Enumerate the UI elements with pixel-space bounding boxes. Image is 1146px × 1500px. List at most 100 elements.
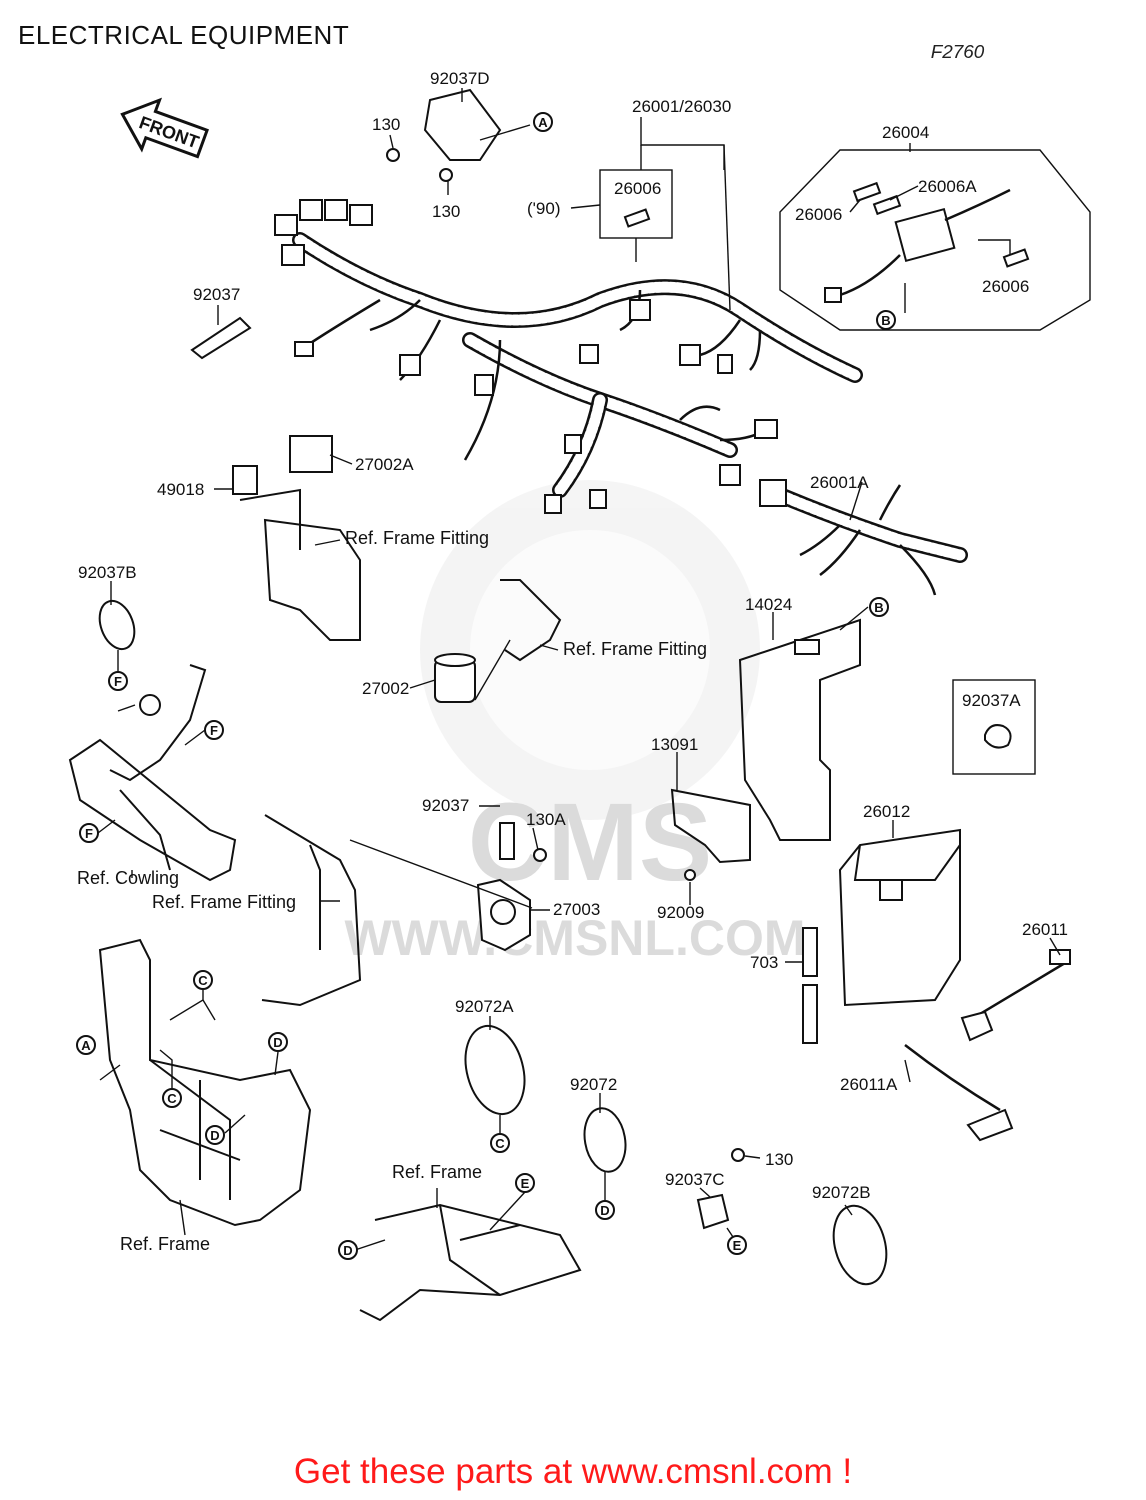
svg-text:D: D [210,1128,219,1143]
svg-text:F: F [85,826,93,841]
label-26006A: 26006A [918,177,977,196]
frame-subframe [359,1203,582,1322]
exploded-parts-diagram: CMS WWW.CMSNL.COM FRONT [68,69,1091,1322]
label-92037: 92037 [193,285,240,304]
clamp-92037D [386,88,502,182]
ref-cowling: Ref. Cowling [77,868,179,888]
label-26006-r: 26006 [982,277,1029,296]
callout-F-bracket-right: F [204,720,224,740]
label-26001-26030: 26001/26030 [632,97,731,116]
label-26011A: 26011A [840,1075,898,1094]
label-26001A: 26001A [810,473,869,492]
callout-B-cover: B [869,597,889,617]
strap-92037-mid [499,822,547,862]
label-49018: 49018 [157,480,204,499]
label-13091: 13091 [651,735,698,754]
label-90: ('90) [527,199,560,218]
battery-26012 [838,828,961,1007]
bracket-27002 [434,579,562,703]
label-27003: 27003 [553,900,600,919]
label-130-c: 130 [765,1150,793,1169]
strap-92037 [190,316,252,360]
callout-D-band: D [595,1200,615,1220]
cable-26011A [904,1044,1014,1142]
clamp-box-92037A [952,679,1036,775]
main-wiring-harness [274,199,863,514]
label-130-b: 130 [432,202,460,221]
svg-text:D: D [343,1243,352,1258]
callout-F-bracket-left: F [79,823,99,843]
relay-box-26004 [779,149,1091,331]
watermark: CMS WWW.CMSNL.COM [344,480,806,966]
page-title: ELECTRICAL EQUIPMENT [18,20,350,50]
label-14024: 14024 [745,595,792,614]
clamp-92037C [696,1148,745,1230]
callout-A-frame: A [76,1035,96,1055]
callout-A-top: A [533,112,553,132]
bracket-13091 [670,788,751,881]
ref-frame-fitting-3: Ref. Frame Fitting [152,892,296,912]
svg-text:B: B [881,313,890,328]
frame-main [98,938,312,1227]
ref-frame-1: Ref. Frame [392,1162,482,1182]
svg-text:C: C [198,973,208,988]
ref-frame-fitting-2: Ref. Frame Fitting [563,639,707,659]
watermark-url: WWW.CMSNL.COM [344,910,805,966]
battery-cover-14024 [738,618,861,841]
band-92072B [832,1204,888,1286]
callout-E-subframe: E [515,1173,535,1193]
reference-labels: Ref. Frame Fitting Ref. Frame Fitting Re… [77,528,707,1254]
connection-callouts: A A B B C C C D D D D E E F F F [76,112,896,1260]
svg-text:C: C [495,1136,505,1151]
callout-C-frame-left: C [162,1088,182,1108]
svg-text:A: A [81,1038,91,1053]
label-27002: 27002 [362,679,409,698]
label-92072B: 92072B [812,1183,871,1202]
label-92037-mid: 92037 [422,796,469,815]
ref-frame-fitting-1: Ref. Frame Fitting [345,528,489,548]
callout-F-band: F [108,671,128,691]
svg-text:F: F [114,674,122,689]
switch-27003 [476,878,531,952]
callout-D-frame-mid: D [205,1125,225,1145]
label-26011: 26011 [1022,920,1068,939]
band-92072 [583,1107,627,1173]
cable-26011 [960,949,1071,1042]
callout-E-clamp: E [727,1235,747,1255]
leader-lines [97,88,1061,1251]
label-92009: 92009 [657,903,704,922]
frame-fitting-bracket [261,814,362,1007]
label-92037C: 92037C [665,1170,725,1189]
svg-text:E: E [521,1176,530,1191]
band-92072A [464,1024,526,1116]
figure-code: F2760 [930,42,985,62]
part-labels: 92037D 130 130 26001/26030 26006 ('90) 2… [78,69,1068,1202]
label-26006-l: 26006 [795,205,842,224]
callout-C-band: C [490,1133,510,1153]
ref-frame-2: Ref. Frame [120,1234,210,1254]
svg-text:C: C [167,1091,177,1106]
label-27002A: 27002A [355,455,414,474]
label-26004: 26004 [882,123,929,142]
footer-parts-link[interactable]: Get these parts at www.cmsnl.com ! [293,1452,853,1491]
svg-text:D: D [273,1035,282,1050]
cowling-bracket [68,664,237,882]
label-92037B: 92037B [78,563,137,582]
tube-703 [802,927,818,1044]
label-26012: 26012 [863,802,910,821]
svg-text:A: A [538,115,548,130]
svg-text:F: F [210,723,218,738]
sub-harness-26001A [759,479,968,596]
label-92072: 92072 [570,1075,617,1094]
label-92037D: 92037D [430,69,490,88]
callout-C-frame-top: C [193,970,213,990]
label-130A: 130A [526,810,566,829]
label-26006-box: 26006 [614,179,661,198]
svg-text:E: E [733,1238,742,1253]
label-703: 703 [750,953,778,972]
label-130-a: 130 [372,115,400,134]
svg-text:B: B [874,600,883,615]
relay-bracket-27002A [232,435,361,641]
label-92037A: 92037A [962,691,1021,710]
band-92037B [98,599,136,651]
